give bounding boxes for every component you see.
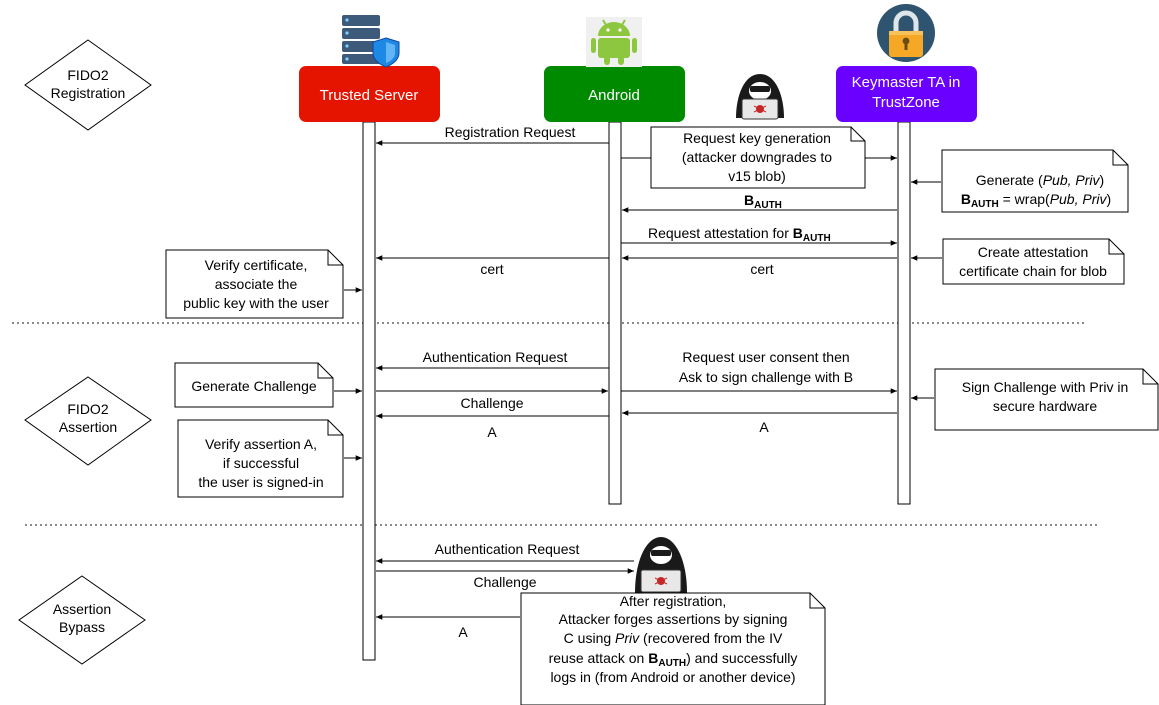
phase-bypass-line1: Assertion [53,601,111,617]
consent-line1: Request user consent then [682,349,849,365]
server-header-box [299,66,440,122]
padlock-icon [877,4,935,62]
android-icon [586,17,642,67]
phase-bypass: Assertion Bypass [18,575,146,665]
server-header-label: Trusted Server [320,87,419,104]
bypass-note-line3: C using Priv (recovered from the IV [564,630,783,646]
bypass-a-label: A [458,624,468,640]
cert-to-android-label: cert [750,261,773,277]
android-lifeline [608,121,622,505]
keygen-note: Request key generation (attacker downgra… [650,126,866,189]
phase-assertion-line2: Assertion [59,419,117,435]
keymaster-lifeline [897,121,911,505]
phase-assertion-line1: FIDO2 [67,401,108,417]
sign-challenge-line1: Sign Challenge with Priv in [962,379,1129,395]
bauth-label: BAUTH [744,192,782,211]
keymaster-header-line1: Keymaster TA in [852,74,961,91]
bypass-note-line4: reuse attack on BAUTH) and successfully [549,650,798,669]
keymaster-header-line2: TrustZone [872,94,940,111]
bypass-challenge-label: Challenge [473,574,536,590]
generate-note: Generate (Pub, Priv) BAUTH = wrap(Pub, P… [941,149,1129,213]
generate-note-line2: BAUTH = wrap(Pub, Priv) [961,191,1111,210]
consent-line2: Ask to sign challenge with B [679,369,853,385]
request-attestation-label: Request attestation for BAUTH [648,225,831,244]
keygen-note-line3: v15 blob) [728,168,786,184]
bypass-auth-request-label: Authentication Request [435,541,580,557]
create-attestation-line1: Create attestation [978,244,1089,260]
participant-keymaster: Keymaster TA in TrustZone [836,66,977,122]
phase-registration-line1: FIDO2 [67,67,108,83]
a-to-server-label: A [487,424,497,440]
bypass-note-line1: After registration, [620,593,727,609]
create-attestation-note: Create attestation certificate chain for… [942,238,1125,285]
verify-assertion-note: Verify assertion A, if successful the us… [177,419,344,498]
android-header-box [544,66,685,122]
generate-challenge-label: Generate Challenge [191,378,317,394]
verify-assertion-line2: if successful [223,455,299,471]
generate-note-line1: Generate (Pub, Priv) [976,172,1104,188]
registration-request-label: Registration Request [445,124,576,140]
keygen-note-line1: Request key generation [683,130,831,146]
verify-certificate-line2: associate the [215,276,298,292]
phase-registration: FIDO2 Registration [24,39,152,131]
verify-certificate-line3: public key with the user [183,295,329,311]
phase-registration-line2: Registration [51,85,126,101]
verify-certificate-line1: Verify certificate, [205,257,308,273]
participant-android: Android [544,66,685,122]
bypass-note-line5: logs in (from Android or another device) [550,669,795,685]
hacker-icon [635,537,687,593]
bypass-note: After registration, Attacker forges asse… [520,592,826,705]
hacker-icon [736,74,784,120]
keymaster-header-box [836,66,977,122]
cert-to-server-label: cert [480,261,503,277]
server-lifeline [362,121,376,661]
verify-assertion-line1: Verify assertion A, [205,436,317,452]
generate-challenge-note: Generate Challenge [174,362,334,408]
auth-request-label: Authentication Request [423,349,568,365]
phase-bypass-line2: Bypass [59,619,105,635]
server-shield-icon [342,15,400,68]
keygen-note-line2: (attacker downgrades to [682,149,832,165]
create-attestation-line2: certificate chain for blob [959,263,1107,279]
participant-server: Trusted Server [299,66,440,122]
challenge-label: Challenge [460,395,523,411]
bypass-note-line2: Attacker forges assertions by signing [559,611,788,627]
phase-assertion: FIDO2 Assertion [24,376,152,466]
verify-certificate-note: Verify certificate, associate the public… [165,249,344,319]
android-header-label: Android [588,87,640,104]
sign-challenge-note: Sign Challenge with Priv in secure hardw… [934,368,1159,431]
verify-assertion-line3: the user is signed-in [198,474,323,490]
a-to-android-label: A [759,419,769,435]
sign-challenge-line2: secure hardware [993,398,1097,414]
